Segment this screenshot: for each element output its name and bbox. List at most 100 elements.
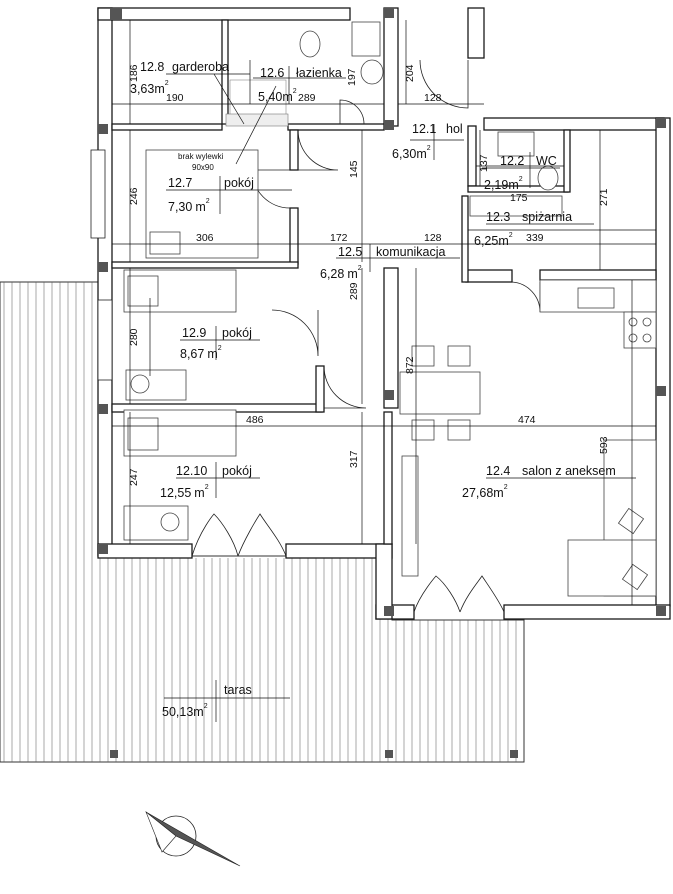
dim-text: 204 (404, 64, 416, 82)
pillar (384, 606, 394, 616)
toilet-wc (537, 165, 559, 191)
dim-text: 172 (330, 232, 348, 244)
dim-text: 593 (598, 436, 610, 454)
wall-v-bath (221, 19, 229, 125)
room-name: pokój (222, 326, 252, 340)
pillar (98, 544, 108, 554)
sink-wc (497, 131, 535, 157)
wall-top-mid (383, 7, 399, 127)
bed-room9-pillow (127, 275, 159, 307)
label-tick (213, 73, 245, 125)
room-name: łazienka (296, 66, 342, 80)
pillar (656, 118, 666, 128)
room-name: hol (446, 122, 463, 136)
wall-h-top-2 (287, 123, 385, 131)
terrace-name: taras (224, 683, 252, 697)
dim-text: 339 (526, 232, 544, 244)
room-name: pokój (224, 176, 254, 190)
pillar (656, 386, 666, 396)
dim-text: 175 (510, 192, 528, 204)
room-number: 12.2 (500, 154, 524, 168)
interior-walls (111, 19, 657, 545)
cushion (621, 563, 649, 591)
dim-text: 486 (246, 414, 264, 426)
window-left-1 (90, 149, 106, 239)
room-name: garderoba (172, 60, 229, 74)
tv-stand (401, 455, 419, 577)
room-name: pokój (222, 464, 252, 478)
dim-text: 128 (424, 232, 442, 244)
dining-table (399, 371, 481, 415)
dining-chair (411, 419, 435, 441)
desk-room9 (125, 369, 187, 401)
dim-text: 137 (478, 154, 490, 172)
exterior-walls (90, 7, 671, 620)
terrace-area: 50,13m2 (162, 703, 208, 719)
wall-right-upper (483, 117, 665, 131)
pillar (384, 390, 394, 400)
door-room9 (271, 309, 319, 357)
dining-chair (447, 345, 471, 367)
room-number: 12.5 (338, 245, 362, 259)
sofa-horizontal (567, 539, 657, 597)
door-bath (339, 99, 365, 125)
room-number: 12.7 (168, 176, 192, 190)
cooktop-burner (642, 317, 652, 327)
shower-tray (225, 113, 289, 127)
terrace (0, 281, 525, 763)
room-area: 6,25m2 (474, 232, 513, 248)
dim-text: 145 (348, 160, 360, 178)
door-terrace-left (191, 513, 239, 557)
furniture (123, 21, 657, 597)
room-area: 27,68m2 (462, 484, 508, 500)
room-number: 12.8 (140, 60, 164, 74)
door-terrace-right-2 (459, 575, 505, 613)
dim-text: 474 (518, 414, 536, 426)
dim-text: 197 (346, 68, 358, 86)
dining-chair (411, 345, 435, 367)
sink-bath (360, 59, 384, 85)
chair-room10 (160, 512, 180, 532)
pillar (98, 262, 108, 272)
room-number: 12.10 (176, 464, 207, 478)
wall-v-room7 (289, 129, 299, 171)
label-tick (235, 85, 277, 165)
wall-pantry-bottom-2 (539, 269, 657, 281)
room-name: komunikacja (376, 245, 446, 259)
structural-pillars (98, 8, 666, 616)
dimension-labels: 186 190 197 289 204 128 137 175 271 145 … (128, 64, 610, 486)
room-area: 6,30m2 (392, 145, 431, 161)
room-number: 12.4 (486, 464, 510, 478)
cooktop-burner (628, 333, 638, 343)
room-labels: 12.8 garderoba 3,63m2 12.6 łazienka 5,40… (130, 60, 616, 719)
room-name: spiżarnia (522, 210, 572, 224)
note-size: 90x90 (192, 163, 214, 172)
dim-text: 186 (128, 64, 140, 82)
terrace-pillar (385, 750, 393, 758)
wall-v-corridor-3 (383, 411, 393, 545)
wall-top-left (97, 7, 351, 21)
wall-wc-left (467, 125, 477, 187)
wall-h-top (111, 123, 223, 131)
room-area: 2,19m2 (484, 176, 523, 192)
cooktop (623, 311, 657, 349)
room-number: 12.6 (260, 66, 284, 80)
toilet-bath (299, 30, 321, 58)
pillar (110, 8, 122, 20)
terrace-outline (0, 281, 525, 763)
wall-left (97, 7, 113, 557)
wall-bottom-left (97, 543, 193, 559)
pillar (384, 8, 394, 18)
terrace-pillar (110, 750, 118, 758)
dim-text: 280 (128, 328, 140, 346)
dimension-lines (112, 20, 656, 722)
dim-text: 872 (404, 356, 416, 374)
wall-right (655, 117, 671, 607)
room-name: salon z aneksem (522, 464, 616, 478)
wall-v-room7b (289, 207, 299, 265)
north-arrow-needle-half (145, 811, 177, 853)
